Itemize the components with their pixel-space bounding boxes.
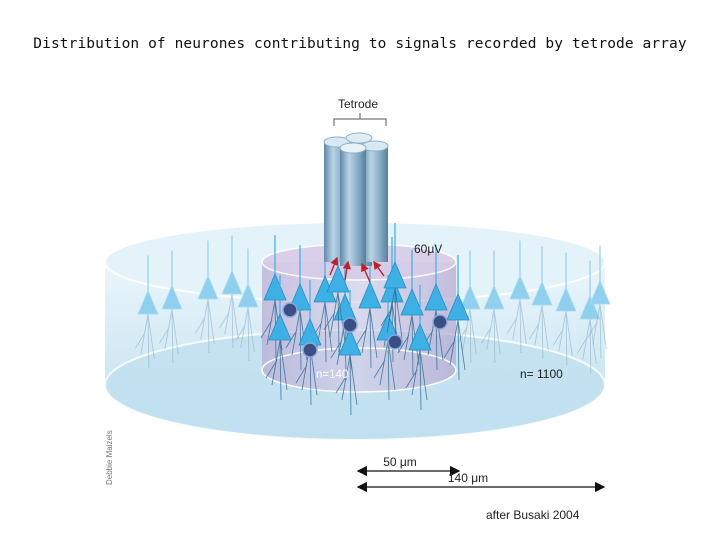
- page-title: Distribution of neurones contributing to…: [33, 36, 687, 52]
- pyramidal-neuron: [529, 246, 553, 360]
- citation: after Busaki 2004: [486, 508, 580, 522]
- pyramidal-neuron: [421, 245, 448, 371]
- outer-radius-label: 140 μm: [448, 471, 488, 485]
- pyramidal-neuron: [380, 223, 407, 349]
- inner-count-label: n=140: [316, 369, 348, 381]
- tetrode-label: Tetrode: [338, 97, 378, 111]
- pyramidal-neuron: [195, 240, 219, 354]
- artist-credit: Debbie Maizels: [105, 430, 114, 485]
- pyramidal-neuron: [587, 245, 611, 359]
- pyramidal-neuron: [507, 240, 531, 354]
- pyramidal-neuron: [481, 250, 505, 364]
- spike-arrows: [329, 256, 385, 283]
- interneuron: [282, 302, 298, 318]
- interneuron: [302, 342, 318, 358]
- voltage-label: 60μV: [414, 242, 442, 256]
- pyramidal-neuron: [457, 250, 481, 364]
- pyramidal-neuron: [159, 250, 183, 364]
- pyramidal-neuron: [235, 248, 259, 362]
- scale-bars: [356, 465, 606, 493]
- interneuron: [387, 334, 403, 350]
- tetrode-shaft: [323, 132, 389, 266]
- interneuron: [432, 314, 448, 330]
- pyramidal-neuron: [219, 235, 243, 349]
- pyramidal-neuron: [397, 250, 424, 376]
- inner-radius-label: 50 μm: [383, 455, 417, 469]
- pyramidal-neuron: [553, 252, 577, 366]
- neuron-layer: [135, 223, 611, 416]
- pyramidal-neuron: [265, 275, 292, 401]
- pyramidal-neuron: [443, 255, 470, 381]
- pyramidal-neuron: [135, 255, 159, 369]
- tetrode-bracket: [333, 113, 387, 126]
- pyramidal-neuron: [405, 285, 432, 411]
- inner-cylinder: [261, 243, 457, 393]
- interneuron: [342, 317, 358, 333]
- outer-count-label: n= 1100: [520, 367, 563, 381]
